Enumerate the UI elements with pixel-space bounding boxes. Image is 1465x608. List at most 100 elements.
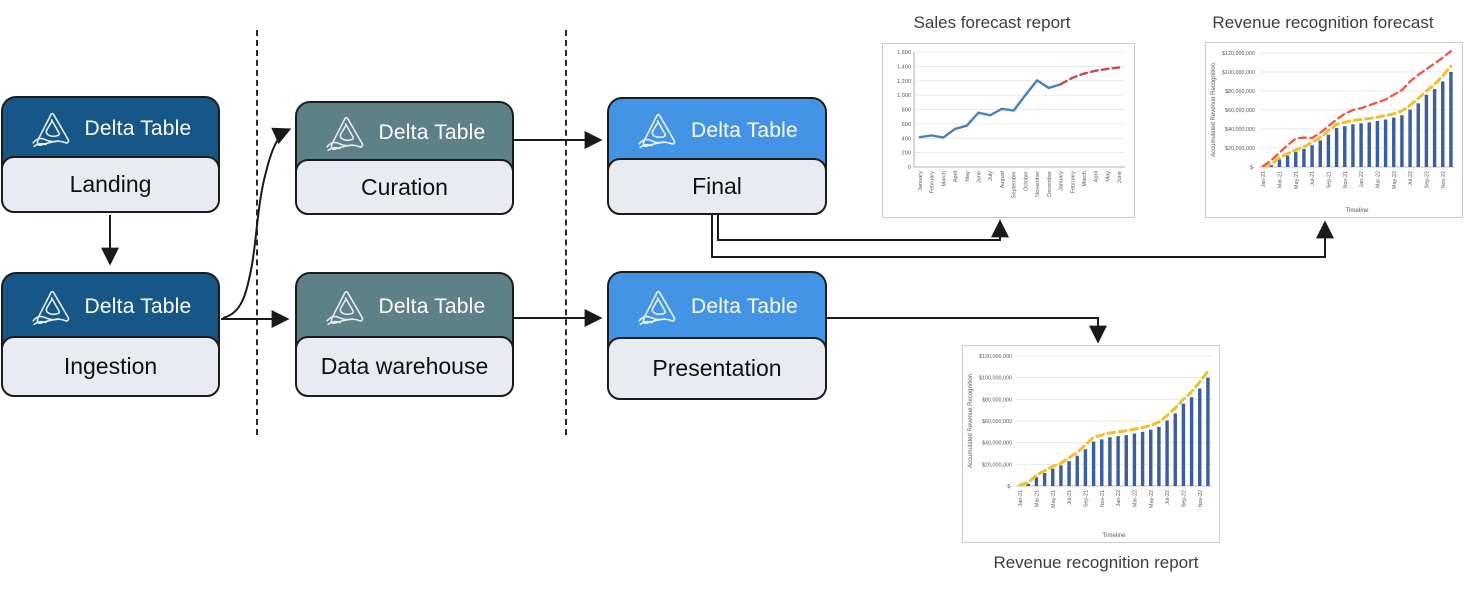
node-label: Data warehouse bbox=[295, 336, 514, 397]
svg-text:Jul-22: Jul-22 bbox=[1165, 490, 1171, 505]
report-chart-title: Revenue recognition report bbox=[993, 553, 1199, 572]
svg-text:Nov-22: Nov-22 bbox=[1441, 171, 1447, 188]
svg-text:Sep-22: Sep-22 bbox=[1424, 171, 1430, 188]
svg-text:$40,000,000: $40,000,000 bbox=[982, 441, 1012, 447]
node-header-label: Delta Table bbox=[691, 295, 798, 318]
svg-text:Jul-22: Jul-22 bbox=[1408, 171, 1414, 186]
svg-text:Jan-21: Jan-21 bbox=[1261, 171, 1267, 187]
node-label: Presentation bbox=[607, 337, 827, 400]
node-label: Ingestion bbox=[1, 336, 220, 397]
svg-text:1,400: 1,400 bbox=[897, 64, 911, 70]
svg-text:Jan-21: Jan-21 bbox=[1018, 490, 1024, 506]
svg-text:1,600: 1,600 bbox=[897, 50, 911, 56]
node-data-warehouse: Delta Table Data warehouse bbox=[295, 272, 514, 397]
node-header-label: Delta Table bbox=[84, 117, 192, 140]
arrow-ingestion-to-curation bbox=[222, 127, 292, 319]
svg-text:January: January bbox=[1059, 171, 1065, 191]
node-label: Curation bbox=[295, 159, 514, 215]
node-header-label: Delta Table bbox=[378, 295, 486, 318]
svg-text:May-21: May-21 bbox=[1294, 171, 1300, 189]
svg-text:October: October bbox=[1023, 171, 1029, 191]
svg-text:March: March bbox=[1082, 171, 1088, 187]
svg-text:March: March bbox=[941, 171, 947, 187]
arrow-final-to-sales-chart bbox=[717, 215, 1009, 241]
svg-text:Jul-21: Jul-21 bbox=[1310, 171, 1316, 186]
svg-text:February: February bbox=[1070, 171, 1076, 194]
stage-divider bbox=[565, 30, 567, 435]
svg-text:Sep-22: Sep-22 bbox=[1181, 490, 1187, 507]
svg-text:200: 200 bbox=[902, 151, 911, 157]
svg-text:$-: $- bbox=[1250, 165, 1255, 171]
svg-text:1,000: 1,000 bbox=[897, 93, 911, 99]
svg-text:$60,000,000: $60,000,000 bbox=[982, 419, 1012, 425]
svg-text:Sep-21: Sep-21 bbox=[1083, 490, 1089, 507]
node-label: Final bbox=[607, 158, 827, 215]
svg-text:May: May bbox=[965, 171, 971, 182]
delta-lake-logo-icon bbox=[325, 116, 363, 151]
svg-text:0: 0 bbox=[908, 165, 911, 171]
revenue-recognition-forecast-plot: $-$20,000,000$40,000,000$60,000,000$80,0… bbox=[1211, 49, 1455, 214]
arrow-final-to-forecast-chart bbox=[711, 215, 1334, 258]
svg-text:December: December bbox=[1047, 171, 1053, 197]
node-header-label: Delta Table bbox=[378, 121, 486, 144]
svg-text:$20,000,000: $20,000,000 bbox=[982, 462, 1012, 468]
svg-text:Timeline: Timeline bbox=[1345, 207, 1369, 214]
svg-text:Nov-22: Nov-22 bbox=[1198, 490, 1204, 507]
revenue-recognition-report-chart: $-$20,000,000$40,000,000$60,000,000$80,0… bbox=[962, 345, 1220, 543]
svg-text:Accumulated Revenue Recognitio: Accumulated Revenue Recognition bbox=[1211, 63, 1217, 157]
delta-lake-logo-icon bbox=[31, 112, 69, 147]
delta-lake-logo-icon bbox=[638, 113, 676, 149]
node-label: Landing bbox=[1, 156, 220, 213]
svg-text:Nov-21: Nov-21 bbox=[1100, 490, 1106, 507]
revenue-recognition-forecast-chart: $-$20,000,000$40,000,000$60,000,000$80,0… bbox=[1205, 42, 1463, 218]
svg-text:Jan-22: Jan-22 bbox=[1359, 171, 1365, 187]
svg-text:June: June bbox=[976, 171, 982, 183]
svg-text:Nov-21: Nov-21 bbox=[1343, 171, 1349, 188]
svg-text:800: 800 bbox=[902, 108, 911, 114]
arrow-presentation-to-report-chart bbox=[827, 317, 1107, 344]
svg-text:$60,000,000: $60,000,000 bbox=[1225, 108, 1255, 114]
svg-text:$40,000,000: $40,000,000 bbox=[1225, 127, 1255, 133]
svg-text:Accumulated Revenue Recognitio: Accumulated Revenue Recognition bbox=[968, 374, 974, 468]
svg-text:$80,000,000: $80,000,000 bbox=[1225, 89, 1255, 95]
svg-text:Timeline: Timeline bbox=[1102, 532, 1126, 539]
svg-text:April: April bbox=[1094, 171, 1100, 182]
svg-text:May-22: May-22 bbox=[1392, 171, 1398, 189]
node-ingestion: Delta Table Ingestion bbox=[1, 272, 220, 397]
delta-lake-logo-icon bbox=[638, 290, 676, 325]
svg-text:Jul-21: Jul-21 bbox=[1067, 490, 1073, 505]
node-presentation: Delta Table Presentation bbox=[607, 271, 827, 400]
node-header-label: Delta Table bbox=[691, 118, 798, 142]
svg-text:$-: $- bbox=[1007, 484, 1012, 490]
sales-forecast-chart-plot: 0 200 400 600 800 1,000 1,200 1,400 1,600January… bbox=[897, 50, 1125, 198]
svg-text:Mar-22: Mar-22 bbox=[1375, 171, 1381, 188]
svg-text:1,200: 1,200 bbox=[897, 79, 911, 85]
svg-text:Mar-21: Mar-21 bbox=[1277, 171, 1283, 188]
node-final: Delta Table Final bbox=[607, 97, 827, 215]
node-header-label: Delta Table bbox=[84, 295, 192, 318]
svg-text:400: 400 bbox=[902, 136, 911, 142]
svg-text:Mar-22: Mar-22 bbox=[1132, 490, 1138, 507]
svg-text:$100,000,000: $100,000,000 bbox=[1222, 70, 1255, 76]
svg-text:June: June bbox=[1117, 171, 1123, 183]
svg-text:$120,000,000: $120,000,000 bbox=[979, 354, 1012, 360]
svg-text:600: 600 bbox=[902, 122, 911, 128]
delta-lake-logo-icon bbox=[325, 290, 363, 325]
svg-text:Sep-21: Sep-21 bbox=[1326, 171, 1332, 188]
svg-text:July: July bbox=[988, 171, 994, 181]
svg-text:September: September bbox=[1012, 171, 1018, 198]
revenue-recognition-report-plot: $-$20,000,000$40,000,000$60,000,000$80,0… bbox=[968, 354, 1212, 539]
svg-text:May: May bbox=[1105, 171, 1111, 182]
svg-text:January: January bbox=[918, 171, 924, 191]
node-landing: Delta Table Landing bbox=[1, 96, 220, 213]
svg-text:$120,000,000: $120,000,000 bbox=[1222, 51, 1255, 57]
delta-lake-logo-icon bbox=[31, 290, 69, 325]
svg-text:Jan-22: Jan-22 bbox=[1116, 490, 1122, 506]
svg-text:$100,000,000: $100,000,000 bbox=[979, 376, 1012, 382]
svg-text:Mar-21: Mar-21 bbox=[1034, 490, 1040, 507]
svg-text:April: April bbox=[953, 171, 959, 182]
svg-text:May-22: May-22 bbox=[1149, 490, 1155, 508]
svg-text:August: August bbox=[1000, 171, 1006, 189]
